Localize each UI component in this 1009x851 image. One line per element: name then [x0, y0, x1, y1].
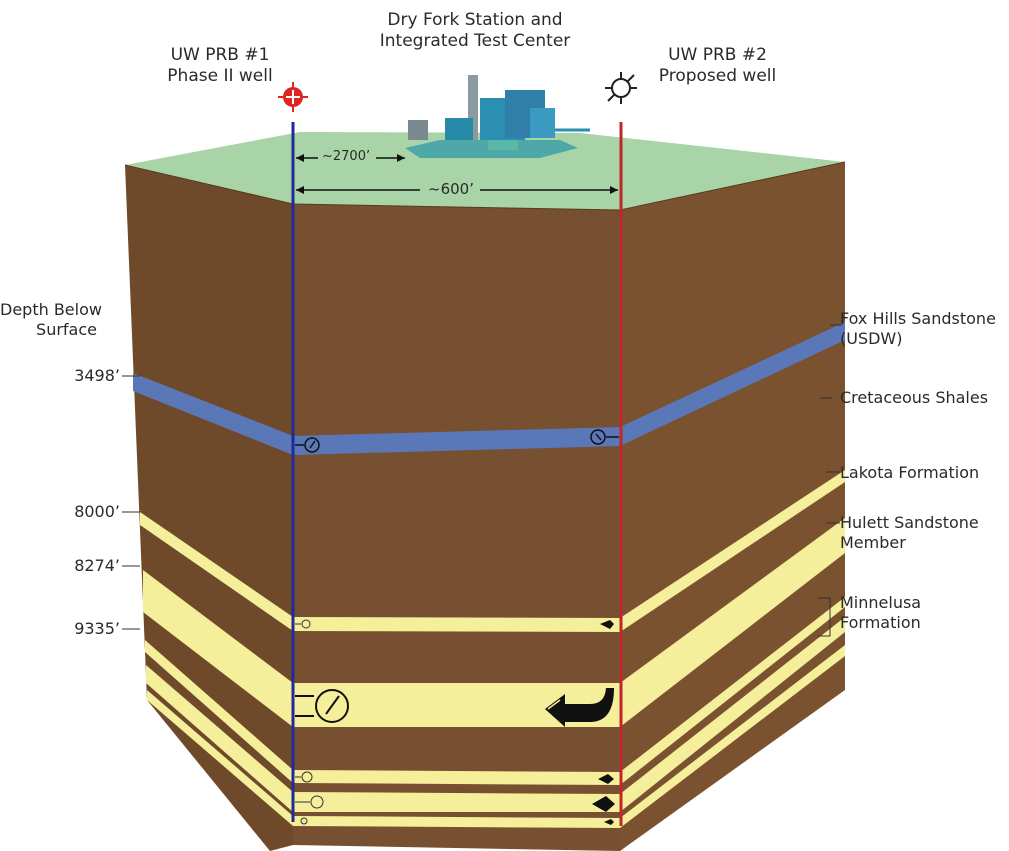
hulett-band-left — [143, 570, 293, 727]
flow-arrow-icon-minnelusa-3 — [604, 819, 614, 825]
label-minnelusa-line2: Formation — [840, 613, 921, 632]
distance-2700-bg — [318, 149, 376, 167]
label-minnelusa-line1: Minnelusa — [840, 593, 922, 612]
hulett-band-right — [620, 518, 845, 727]
depth-tick-8274: 8274’ — [74, 556, 120, 575]
minnelusa-band-2-center — [293, 792, 620, 812]
well-1-label-line1: UW PRB #1 — [170, 45, 270, 65]
minnelusa-band-3-left — [147, 690, 293, 826]
flow-arrow-icon-hulett — [545, 688, 614, 727]
label-fox-hills-line2: (USDW) — [840, 329, 903, 348]
gauge-icon-minnelusa-1 — [295, 771, 313, 783]
lakota-band-right — [620, 470, 845, 632]
well-1-label-line2: Phase II well — [167, 66, 273, 87]
depth-axis-title-line1: Depth Below — [0, 300, 102, 319]
depth-tick-8000: 8000’ — [74, 502, 120, 521]
gauge-icon-minnelusa-3 — [300, 817, 308, 825]
depth-tick-3498: 3498’ — [74, 366, 120, 385]
well-2-proposed-icon — [605, 72, 637, 104]
label-cretaceous-shales: Cretaceous Shales — [840, 388, 989, 407]
well-1-label: UW PRB #1 Phase II well — [150, 45, 290, 88]
gauge-icon-well-2-usdw — [590, 429, 619, 445]
depth-tick-9335: 9335’ — [74, 619, 120, 638]
minnelusa-band-2-left — [146, 665, 293, 812]
dry-fork-station-facility — [405, 75, 590, 158]
depth-axis-title-line2: Surface — [36, 320, 97, 339]
block-edges — [124, 161, 846, 211]
flow-arrow-icon-minnelusa-1 — [598, 774, 614, 784]
block-center-face — [293, 204, 620, 851]
minnelusa-band-3-right — [620, 645, 845, 828]
label-hulett-sandstone: Hulett Sandstone Member — [840, 513, 979, 553]
flow-arrow-icon-minnelusa-2 — [592, 796, 615, 812]
facility-title: Dry Fork Station and Integrated Test Cen… — [360, 10, 590, 53]
label-hulett-line2: Member — [840, 533, 906, 552]
label-lakota-formation: Lakota Formation — [840, 463, 980, 482]
gauge-icon-hulett — [295, 689, 349, 723]
facility-title-line2: Integrated Test Center — [379, 31, 571, 52]
minnelusa-band-1-right — [620, 597, 845, 785]
well-2-label-line2: Proposed well — [658, 66, 777, 87]
minnelusa-band-2-right — [620, 617, 845, 812]
gauge-icon-minnelusa-2 — [295, 795, 324, 809]
label-fox-hills: Fox Hills Sandstone (USDW) — [840, 309, 996, 349]
lakota-band-center — [293, 617, 620, 632]
distance-2700-label: ~2700’ — [322, 149, 371, 164]
usdw-band-center — [293, 427, 620, 455]
label-minnelusa-formation: Minnelusa Formation — [840, 593, 921, 633]
distance-600-bg — [420, 181, 480, 199]
depth-tick-leaders — [122, 375, 140, 630]
minnelusa-band-1-center — [293, 770, 620, 785]
minnelusa-band-3-center — [293, 816, 620, 828]
well-1-target-icon — [278, 82, 308, 112]
usdw-band-left — [133, 373, 293, 455]
well-2-label: UW PRB #2 Proposed well — [645, 45, 790, 88]
well-2-label-line1: UW PRB #2 — [668, 45, 767, 65]
flow-arrow-icon-lakota — [600, 620, 614, 629]
lakota-band-left — [140, 512, 293, 631]
gauge-icon-lakota — [295, 619, 311, 629]
hulett-band-center — [293, 683, 620, 727]
formation-leaders — [818, 324, 842, 637]
facility-title-line1: Dry Fork Station and — [387, 10, 563, 30]
distance-600-label: ~600’ — [428, 180, 474, 198]
label-fox-hills-line1: Fox Hills Sandstone — [840, 309, 996, 328]
minnelusa-band-1-left — [145, 640, 293, 783]
usdw-band-right — [620, 322, 845, 446]
gauge-icon-well-1-usdw — [295, 437, 320, 453]
label-hulett-line1: Hulett Sandstone — [840, 513, 979, 532]
depth-axis-title: Depth Below Surface — [0, 300, 102, 340]
